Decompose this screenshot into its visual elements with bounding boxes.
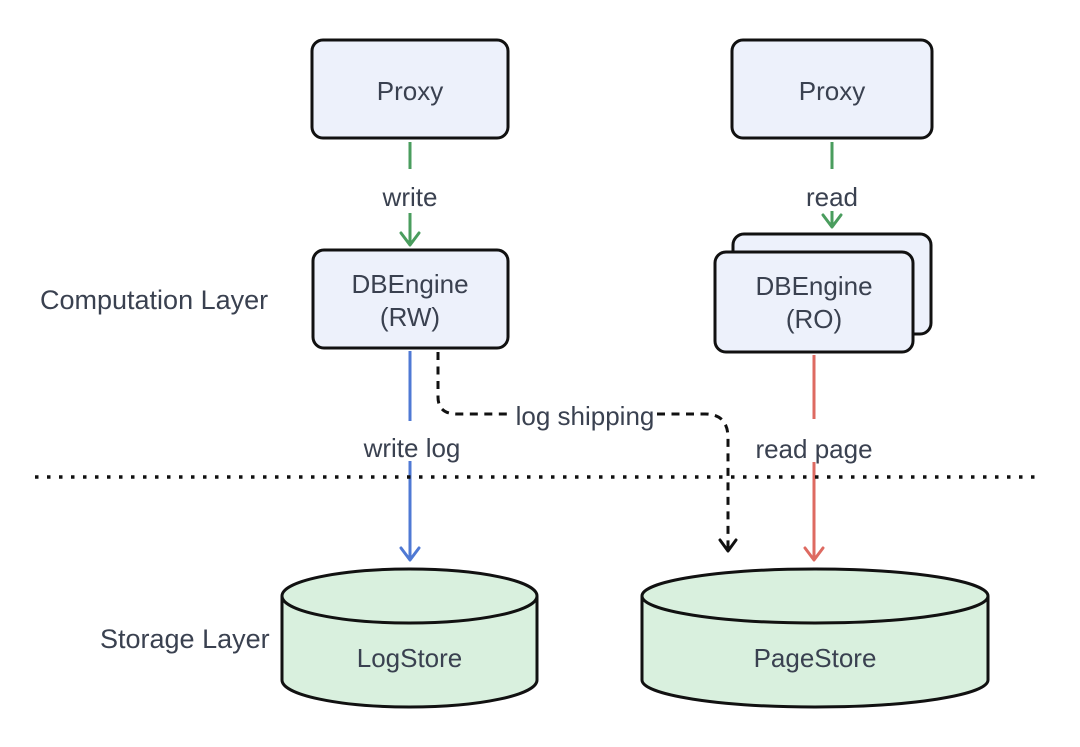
- write-log-edge-label: write log: [363, 433, 461, 463]
- proxy-right-node: [730, 38, 934, 140]
- read-edge-label: read: [806, 182, 858, 212]
- dbengine-ro-label: DBEngine: [755, 271, 872, 301]
- proxy-left-node: [310, 38, 510, 140]
- dbengine-rw-node: [311, 248, 510, 350]
- log-shipping-edge-right-segment: [657, 412, 738, 553]
- read-page-edge-label: read page: [755, 434, 872, 464]
- write-edge-label: write: [382, 182, 438, 212]
- logstore-cylinder-top: [280, 567, 539, 625]
- logstore-label: LogStore: [357, 643, 463, 673]
- pagestore-label: PageStore: [754, 643, 877, 673]
- pagestore-cylinder-top: [640, 567, 990, 625]
- dbengine-ro-sublabel: (RO): [786, 304, 842, 334]
- pagestore-cylinder-body: [640, 596, 990, 709]
- log-shipping-edge-left-segment: [436, 352, 512, 416]
- proxy-right-label: Proxy: [799, 76, 865, 106]
- computation-layer-label: Computation Layer: [40, 285, 268, 315]
- diagram-labels: Computation Layer Storage Layer Proxy Pr…: [40, 76, 876, 673]
- dbengine-rw-sublabel: (RW): [380, 302, 440, 332]
- dbengine-rw-label: DBEngine: [351, 269, 468, 299]
- logstore-cylinder-body: [280, 596, 539, 709]
- proxy-left-label: Proxy: [377, 76, 443, 106]
- storage-layer-label: Storage Layer: [100, 624, 270, 654]
- dbengine-ro-node: [713, 250, 915, 354]
- log-shipping-edge-label: log shipping: [516, 401, 655, 431]
